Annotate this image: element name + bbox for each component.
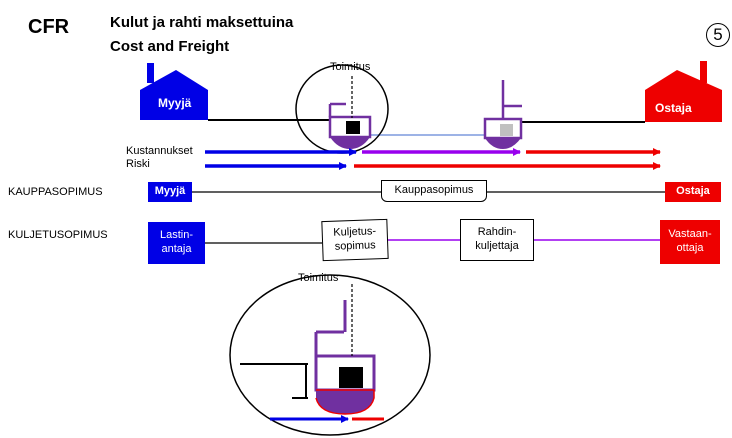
buyer-house-label: Ostaja — [655, 101, 692, 115]
seller-house-icon — [140, 63, 208, 120]
ship-zoom-icon — [240, 284, 376, 415]
sale-buyer-box: Ostaja — [665, 182, 721, 202]
sale-seller-box: Myyjä — [148, 182, 192, 202]
zoom-circle — [229, 274, 431, 436]
zoom-delivery-label: Toimitus — [298, 272, 339, 284]
sale-contract-row-label: KAUPPASOPIMUS — [8, 186, 103, 198]
carrier-box: Rahdin- kuljettaja — [460, 219, 534, 261]
transport-contract-document: Kuljetus- sopimus — [321, 218, 389, 262]
legend-risk: Riski — [126, 158, 150, 170]
incoterm-code: CFR — [28, 16, 70, 38]
seller-house-label: Myyjä — [158, 96, 192, 110]
title-english: Cost and Freight — [110, 38, 230, 55]
delivery-label: Toimitus — [330, 61, 371, 73]
sale-contract-document: Kauppasopimus — [381, 180, 487, 202]
ship-origin-icon — [328, 76, 372, 149]
transport-contract-row-label: KULJETUSOPIMUS — [8, 229, 108, 241]
title-finnish: Kulut ja rahti maksettuina — [110, 14, 294, 31]
buyer-house-icon — [645, 61, 722, 122]
legend-costs: Kustannukset — [126, 145, 193, 157]
consignee-box: Vastaan- ottaja — [660, 220, 720, 264]
page-number: 5 — [706, 23, 730, 47]
shipper-box: Lastin- antaja — [148, 222, 205, 264]
ship-transit-icon — [483, 80, 523, 149]
